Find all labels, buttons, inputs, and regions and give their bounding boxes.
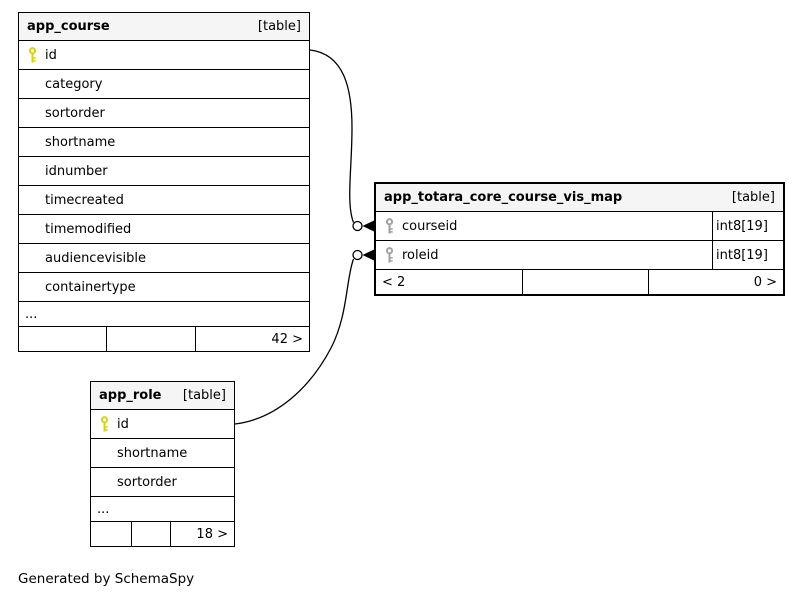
table-app-role: app_role [table] id shortname sortorder …: [90, 381, 235, 547]
column-name: idnumber: [45, 163, 108, 179]
primary-key-icon: [100, 416, 117, 432]
footer-cell-mid: [131, 522, 170, 546]
outgoing-relations-indicator: 0 >: [648, 270, 783, 294]
column-name: timemodified: [45, 221, 132, 237]
column-name: containertype: [45, 279, 136, 295]
table-footer: 18 >: [91, 522, 234, 546]
column-row-timemodified: timemodified: [19, 215, 309, 244]
column-name: id: [117, 416, 129, 432]
table-type-badge: [table]: [182, 388, 226, 403]
edge-line: [309, 49, 355, 223]
column-type: int8[19]: [712, 241, 783, 269]
index-key-icon: [385, 247, 402, 263]
table-title[interactable]: app_totara_core_course_vis_map: [384, 190, 623, 205]
column-row-timecreated: timecreated: [19, 186, 309, 215]
generator-credit: Generated by SchemaSpy: [18, 571, 195, 587]
footer-cell-left: [19, 327, 106, 351]
primary-key-icon: [28, 47, 45, 63]
column-row-containertype: containertype: [19, 273, 309, 302]
column-row-sortorder: sortorder: [91, 468, 234, 497]
more-relations-indicator: 42 >: [195, 327, 309, 351]
table-header: app_role [table]: [91, 382, 234, 410]
column-row-idnumber: idnumber: [19, 157, 309, 186]
edge-arrowhead-icon: [362, 249, 374, 261]
column-name: timecreated: [45, 192, 124, 208]
edge-endpoint-circle-icon: [352, 249, 363, 261]
column-row-category: category: [19, 70, 309, 99]
column-row-id: id: [91, 410, 234, 439]
column-name: id: [45, 47, 57, 63]
column-row-shortname: shortname: [19, 128, 309, 157]
table-type-badge: [table]: [257, 19, 301, 34]
column-name: courseid: [402, 218, 458, 234]
column-name: shortname: [45, 134, 116, 150]
column-name: sortorder: [117, 474, 177, 490]
more-relations-indicator: 18 >: [170, 522, 234, 546]
column-type: int8[19]: [712, 212, 783, 240]
table-header: app_totara_core_course_vis_map [table]: [376, 184, 783, 212]
footer-cell-mid: [106, 327, 195, 351]
table-title[interactable]: app_course: [27, 19, 110, 34]
column-row-shortname: shortname: [91, 439, 234, 468]
column-row-roleid: roleid int8[19]: [376, 241, 783, 270]
index-key-icon: [385, 218, 402, 234]
column-name: audiencevisible: [45, 250, 147, 266]
table-type-badge: [table]: [731, 190, 775, 205]
column-name: shortname: [117, 445, 188, 461]
table-app-course: app_course [table] id category sortorder…: [18, 12, 310, 352]
column-row-sortorder: sortorder: [19, 99, 309, 128]
footer-cell-mid: [522, 270, 648, 294]
hidden-columns-ellipsis: ...: [19, 302, 309, 327]
column-row-audiencevisible: audiencevisible: [19, 244, 309, 273]
table-footer: < 2 0 >: [376, 270, 783, 294]
edge-endpoint-circle-icon: [352, 220, 363, 232]
column-row-courseid: courseid int8[19]: [376, 212, 783, 241]
table-header: app_course [table]: [19, 13, 309, 41]
column-name: sortorder: [45, 105, 105, 121]
column-row-id: id: [19, 41, 309, 70]
hidden-columns-ellipsis: ...: [91, 497, 234, 522]
column-name: category: [45, 76, 103, 92]
table-footer: 42 >: [19, 327, 309, 351]
footer-cell-left: [91, 522, 131, 546]
table-title[interactable]: app_role: [99, 388, 162, 403]
edge-arrowhead-icon: [362, 220, 374, 232]
table-app-totara-core-course-vis-map: app_totara_core_course_vis_map [table] c…: [374, 182, 785, 296]
incoming-relations-indicator: < 2: [382, 274, 406, 290]
relationship-courseid-edge: [309, 49, 374, 232]
column-name: roleid: [402, 247, 439, 263]
